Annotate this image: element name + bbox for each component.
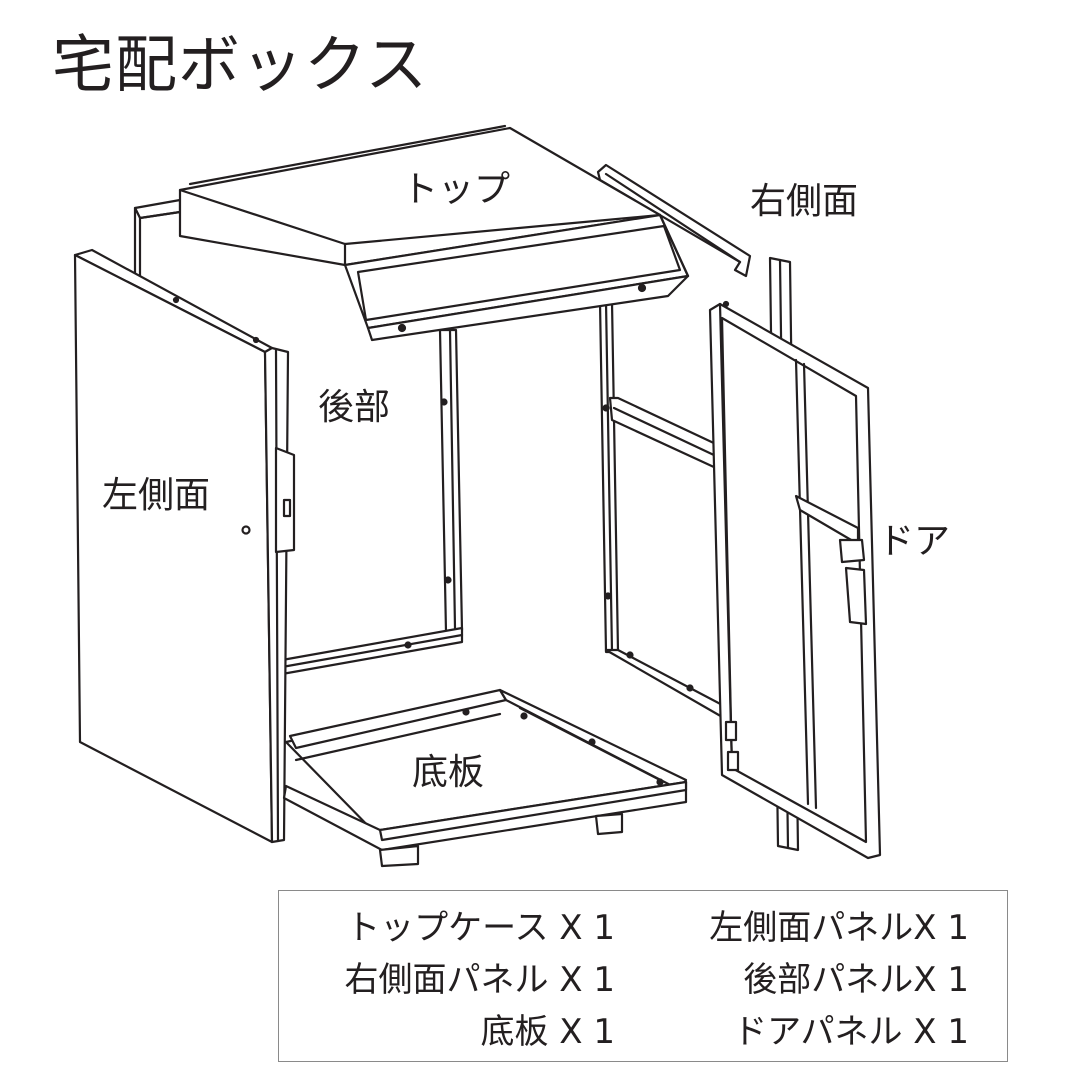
label-top: トップ [402, 169, 511, 210]
part-item: トップケース X 1 [346, 908, 615, 948]
part-item: ドアパネル X 1 [733, 1012, 969, 1052]
page-title: 宅配ボックス [52, 28, 429, 101]
back-panel [133, 198, 464, 676]
part-item: 後部パネルX 1 [743, 960, 969, 1000]
label-back: 後部 [318, 387, 391, 428]
top-case [178, 124, 690, 342]
door-panel [708, 300, 882, 860]
label-door: ドア [878, 521, 951, 562]
label-right-side: 右側面 [750, 181, 859, 222]
part-item: 底板 X 1 [480, 1012, 615, 1052]
parts-list: トップケース X 1 左側面パネルX 1 右側面パネル X 1 後部パネルX 1… [278, 890, 1008, 1062]
label-left-side: 左側面 [102, 475, 211, 516]
left-side-panel [73, 248, 296, 844]
part-item: 右側面パネル X 1 [344, 960, 615, 1000]
part-item: 左側面パネルX 1 [709, 908, 969, 948]
bottom-plate [282, 688, 688, 868]
label-bottom: 底板 [412, 752, 485, 793]
